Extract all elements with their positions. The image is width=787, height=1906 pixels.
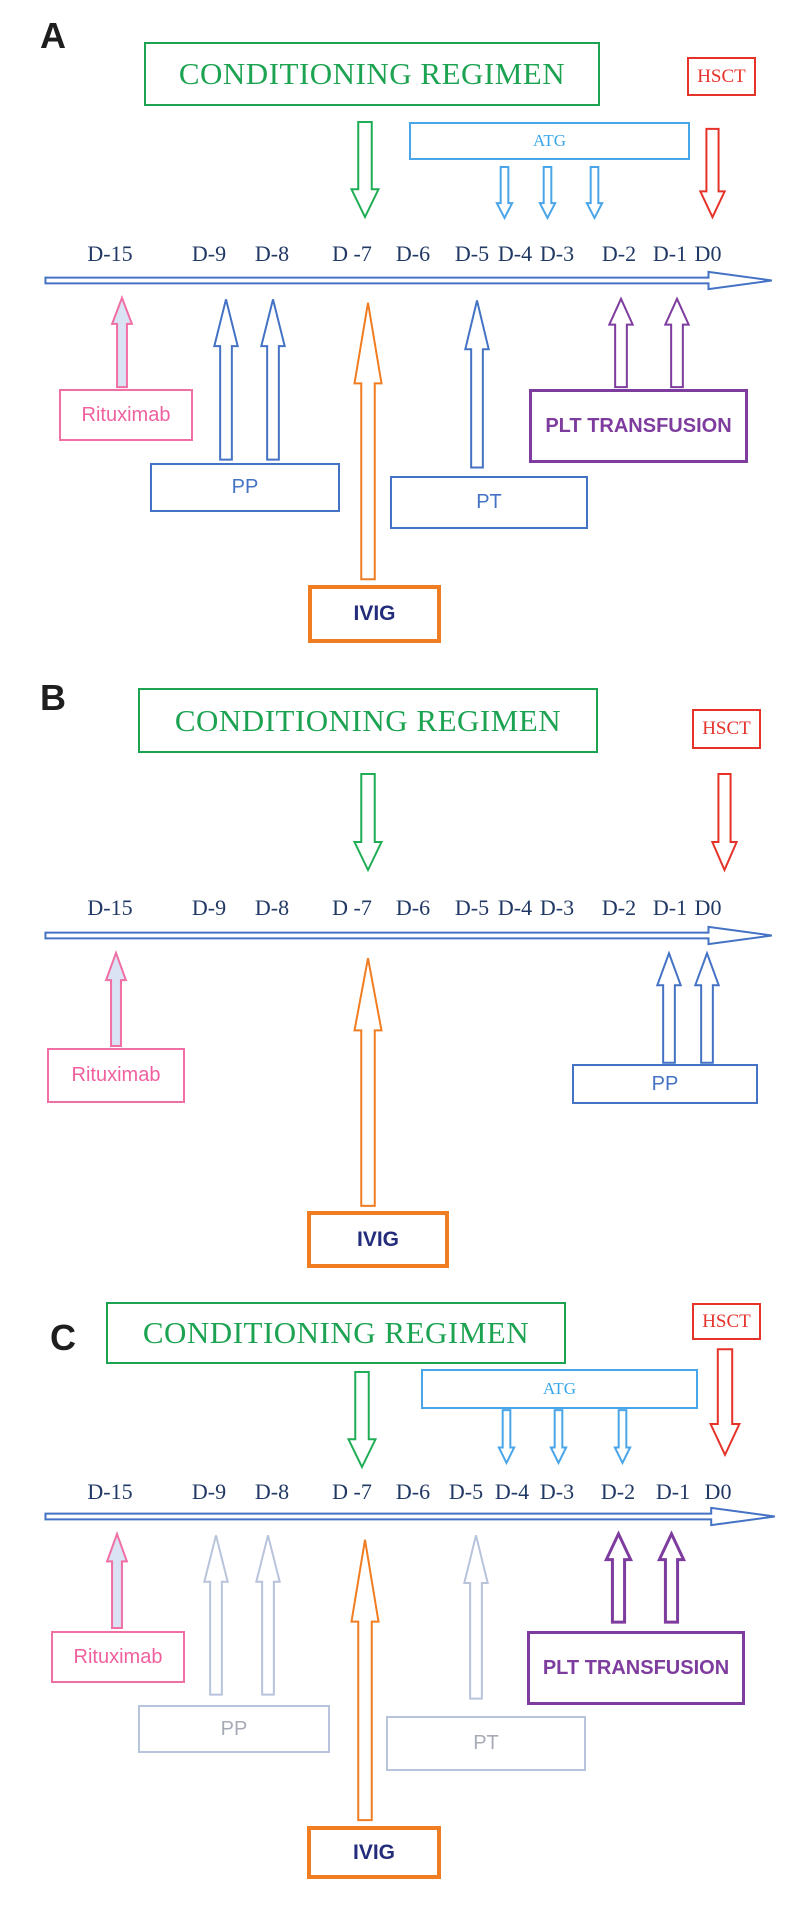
day-label-D-3: D-3 [539,241,575,266]
conditioning-down-arrow-b [353,773,383,871]
day-label-D-3: D-3 [539,1479,575,1504]
atg-down-arrow-c-3 [614,1409,631,1464]
pp-up-arrow-c-2-faded [254,1533,282,1697]
day-label-D-7: D -7 [332,1479,372,1504]
ivig-up-arrow-b [353,953,383,1211]
day-label-D-15: D-15 [87,1479,133,1504]
pt-up-arrow-c-faded [462,1533,490,1701]
pp-box-b: PP [572,1064,758,1104]
day-label-D-7: D -7 [332,895,372,920]
day-label-D-5: D-5 [454,895,490,920]
day-label-D-4: D-4 [497,241,533,266]
day-label-D-5: D-5 [454,241,490,266]
day-label-D-7: D -7 [332,241,372,266]
conditioning-regimen-box-a: CONDITIONING REGIMEN [144,42,600,106]
day-label-D-4: D-4 [494,1479,530,1504]
day-label-D-9: D-9 [191,241,227,266]
rituximab-box-b: Rituximab [47,1048,185,1103]
day-label-D-9: D-9 [191,895,227,920]
plt-up-arrow-c-2 [657,1532,686,1624]
day-label-D0: D0 [704,1479,732,1504]
day-label-D-4: D-4 [497,895,533,920]
rituximab-box-a: Rituximab [59,389,193,441]
day-label-D-6: D-6 [395,1479,431,1504]
hsct-down-arrow-b [711,773,738,871]
pp-up-arrow-b-1 [656,952,682,1064]
atg-down-arrow-a-2 [539,166,556,219]
plt-up-arrow-c-1 [604,1532,633,1624]
ivig-up-arrow-c [350,1534,380,1826]
day-label-D-6: D-6 [395,241,431,266]
day-label-D-15: D-15 [87,241,133,266]
panel-a-label: A [40,15,66,56]
day-label-D-15: D-15 [87,895,133,920]
pt-box-a: PT [390,476,588,529]
rituximab-up-arrow-c [106,1532,128,1630]
plt-up-arrow-a-2 [664,297,690,389]
atg-down-arrow-a-1 [496,166,513,219]
conditioning-down-arrow-a [350,120,380,219]
hsct-box-c: HSCT [692,1303,761,1340]
day-label-D-5: D-5 [448,1479,484,1504]
day-label-D-3: D-3 [539,895,575,920]
ivig-box-a: IVIG [308,585,441,643]
plt-transfusion-box-a: PLT TRANSFUSION [529,389,748,463]
atg-down-arrow-c-1 [498,1409,515,1464]
pp-up-arrow-a-1 [212,297,240,462]
day-label-D-8: D-8 [254,241,290,266]
day-label-D-2: D-2 [601,895,637,920]
day-label-D-9: D-9 [191,1479,227,1504]
pp-up-arrow-a-2 [259,297,287,462]
atg-box-c: ATG [421,1369,698,1409]
plt-up-arrow-a-1 [608,297,634,389]
hsct-down-arrow-c [709,1348,741,1456]
hsct-box-b: HSCT [692,709,761,749]
atg-box-a: ATG [409,122,690,160]
day-label-D-1: D-1 [652,241,688,266]
ivig-box-b: IVIG [307,1211,449,1268]
conditioning-regimen-box-c: CONDITIONING REGIMEN [106,1302,566,1364]
day-label-D-2: D-2 [600,1479,636,1504]
rituximab-box-c: Rituximab [51,1631,185,1683]
pp-up-arrow-b-2 [694,952,720,1064]
plt-transfusion-box-c: PLT TRANSFUSION [527,1631,745,1705]
day-label-D-8: D-8 [254,1479,290,1504]
rituximab-up-arrow-a [111,296,133,389]
timeline-arrow-a [38,269,783,292]
pp-up-arrow-c-1-faded [202,1533,230,1697]
pp-box-c-faded: PP [138,1705,330,1753]
pp-box-a: PP [150,463,340,512]
day-label-D0: D0 [694,241,722,266]
timeline-arrow-c [38,1505,786,1528]
panel-c-label: C [50,1317,76,1358]
pt-box-c-faded: PT [386,1716,586,1771]
ivig-up-arrow-a [353,297,383,585]
timeline-arrow-b [38,924,783,947]
pt-up-arrow-a [463,298,491,470]
rituximab-up-arrow-b [105,951,127,1048]
day-label-D-2: D-2 [601,241,637,266]
conditioning-down-arrow-c [347,1370,377,1469]
day-label-D-6: D-6 [395,895,431,920]
timeline-day-labels-c: D-15 D-9 D-8 D -7 D-6 D-5 D-4 D-3 D-2 D-1 D0 [0,1479,787,1507]
day-label-D-1: D-1 [652,895,688,920]
day-label-D-1: D-1 [655,1479,691,1504]
atg-down-arrow-c-2 [550,1409,567,1464]
panel-b-label: B [40,677,66,718]
atg-down-arrow-a-3 [586,166,603,219]
conditioning-regimen-box-b: CONDITIONING REGIMEN [138,688,598,753]
day-label-D-8: D-8 [254,895,290,920]
hsct-box-a: HSCT [687,57,756,96]
ivig-box-c: IVIG [307,1826,441,1879]
day-label-D0: D0 [694,895,722,920]
hsct-down-arrow-a [699,127,726,219]
